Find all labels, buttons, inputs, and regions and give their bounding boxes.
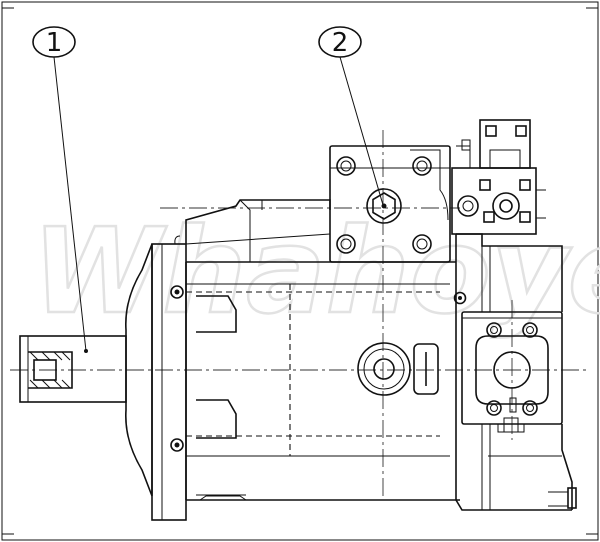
drive-shaft [19, 335, 127, 403]
callout-2-label: 2 [332, 28, 349, 58]
adjusting-boss [357, 342, 439, 396]
rear-port-cover [461, 311, 563, 425]
watermark-text: Whahoyes [32, 202, 600, 340]
callout-1-label: 1 [46, 28, 63, 58]
internal-cylinder [186, 284, 440, 456]
rear-body [455, 233, 577, 511]
solenoid-valve [451, 119, 546, 235]
callout-2: 2 [318, 26, 384, 206]
control-port [329, 145, 451, 263]
centerlines [10, 130, 590, 500]
callout-1: 1 [32, 26, 87, 352]
